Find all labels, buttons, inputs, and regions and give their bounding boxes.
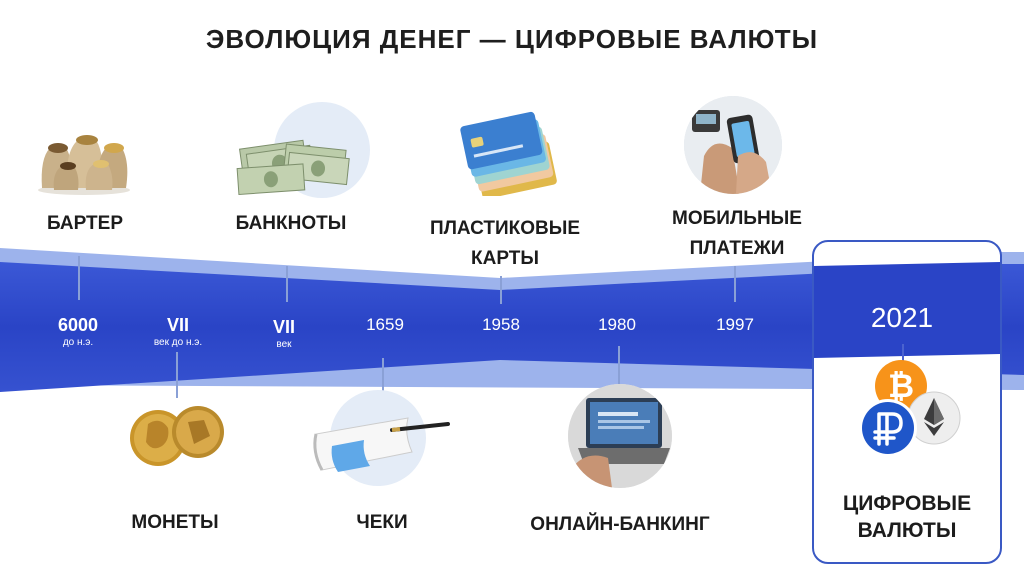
gold-coins-image (130, 406, 224, 466)
year-coins-sub: век до н.э. (153, 337, 203, 348)
year-barter: 6000 (57, 315, 99, 335)
label-barter: БАРТЕР (46, 213, 124, 234)
tick-online-banking (618, 346, 620, 386)
label-checks: ЧЕКИ (356, 512, 408, 533)
band-dark (0, 262, 1024, 392)
mobile-payment-image (684, 96, 782, 194)
year-banknotes: VII (272, 317, 295, 337)
year-barter-sub: до н.э. (62, 337, 94, 348)
tick-checks (382, 358, 384, 398)
mobile-payment-circle (684, 96, 782, 194)
label-online-banking: ОНЛАЙН-БАНКИНГ (530, 514, 710, 535)
tick-mobile-payments (734, 266, 736, 302)
plastic-cards-image (460, 111, 557, 196)
label-digital-currency-line1: ЦИФРОВЫЕ (842, 492, 972, 515)
year-online-banking: 1980 (598, 315, 636, 334)
year-banknotes-sub: век (276, 339, 292, 350)
page-title: ЭВОЛЮЦИЯ ДЕНЕГ — ЦИФРОВЫЕ ВАЛЮТЫ (205, 24, 819, 54)
label-plastic-cards: ПЛАСТИКОВЫЕ КАРТЫ (429, 218, 581, 269)
tick-coins (176, 352, 178, 398)
label-plastic-cards-line: ПЛАСТИКОВЫЕ КАРТЫ (410, 214, 600, 274)
tick-banknotes (286, 266, 288, 302)
highlight-band (814, 262, 1000, 358)
year-checks: 1659 (366, 315, 404, 334)
grain-sacks-image (38, 135, 130, 195)
highlight-band-fill (814, 262, 1000, 358)
label-digital-currency-line2: ВАЛЮТЫ (857, 519, 957, 542)
label-mobile-payments-line: МОБИЛЬНЫЕ ПЛАТЕЖИ (652, 204, 822, 264)
year-coins: VII (166, 315, 189, 335)
label-banknotes: БАНКНОТЫ (235, 213, 347, 234)
digital-ruble-icon (859, 399, 917, 457)
bitcoin-symbol: ₿ (887, 368, 915, 404)
tick-plastic-cards (500, 276, 502, 304)
checkbook-image (313, 417, 450, 472)
online-banking-circle (568, 384, 672, 488)
label-mobile-payments: МОБИЛЬНЫЕ ПЛАТЕЖИ (672, 208, 802, 259)
year-2021: 2021 (870, 302, 934, 333)
label-coins: МОНЕТЫ (131, 512, 219, 533)
year-mobile-payments: 1997 (716, 315, 754, 334)
tick-barter (78, 256, 80, 300)
year-plastic-cards: 1958 (482, 315, 520, 334)
laptop-image (568, 384, 672, 488)
tick-2021 (902, 344, 904, 364)
banknotes-image (236, 139, 350, 196)
timeline-band (0, 248, 1024, 392)
